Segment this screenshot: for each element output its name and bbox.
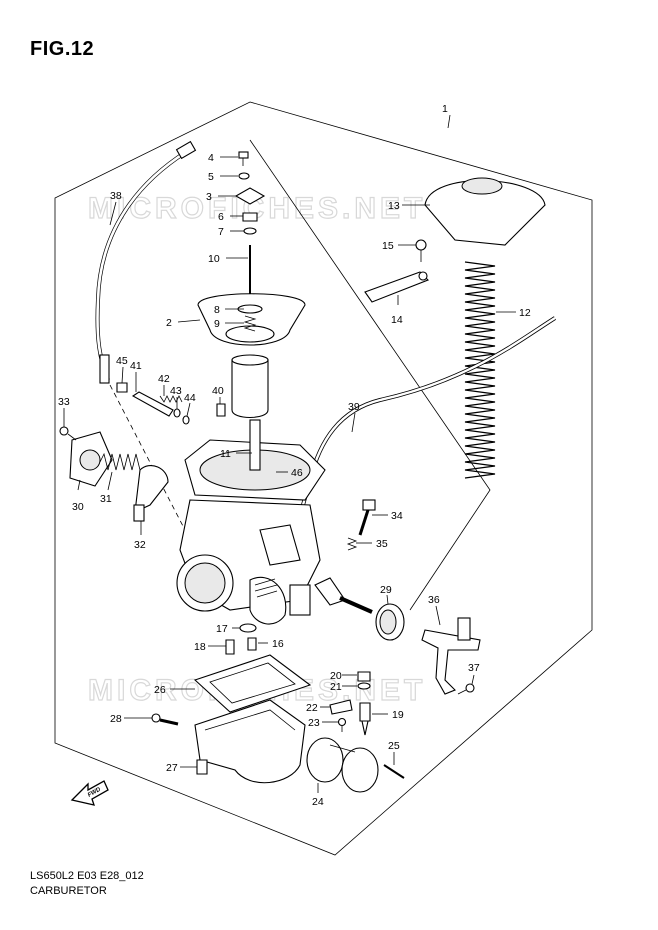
spring-31 [99,452,141,471]
callout-labels: 1 2 3 4 5 6 7 8 9 10 11 12 13 14 15 16 1 [58,103,531,808]
cap-20 [357,671,371,682]
callout-2: 2 [166,317,172,329]
callout-5: 5 [208,171,214,183]
screw-34 [358,499,376,536]
callout-32: 32 [134,539,146,551]
callout-25: 25 [388,740,400,752]
gasket-26 [193,654,312,713]
nut-45 [116,382,128,393]
drain-screw-27 [196,759,208,775]
callout-1: 1 [442,103,448,115]
spring-42 [159,395,183,403]
vent-hose-39 [294,316,557,531]
assembly-boundary [54,101,593,856]
callout-16: 16 [272,638,284,650]
callout-10: 10 [208,253,220,265]
choke-plunger-29 [314,577,405,641]
o-ring-44 [182,415,190,425]
callout-31: 31 [100,493,112,505]
callout-40: 40 [212,385,224,397]
callout-15: 15 [382,240,394,252]
screw-28 [151,713,179,726]
callout-36: 36 [428,594,440,606]
callout-6: 6 [218,211,224,223]
spring-9 [243,315,257,332]
callout-17: 17 [216,623,228,635]
callout-34: 34 [391,510,403,522]
screw-33 [59,426,77,441]
callout-27: 27 [166,762,178,774]
figure-title: FIG.12 [30,38,95,60]
diaphragm-32 [133,465,169,522]
washer-43 [173,408,181,418]
callout-4: 4 [208,152,214,164]
callout-41: 41 [130,360,142,372]
throttle-cable-38 [95,140,197,384]
callout-29: 29 [380,584,392,596]
jet-18 [225,639,235,655]
callout-26: 26 [154,684,166,696]
callout-21: 21 [330,681,342,693]
callout-22: 22 [306,702,318,714]
jet-40 [216,403,226,417]
float-valve-19 [359,702,371,736]
callout-33: 33 [58,396,70,408]
callout-11: 11 [220,448,231,460]
jet-16 [247,637,257,651]
fwd-arrow-icon: FWD [70,780,109,806]
screw-4 [238,151,249,166]
sub-assembly-boundary [249,139,491,611]
callout-24: 24 [312,796,324,808]
diaphragm-2 [197,293,306,346]
cover-30 [69,431,113,487]
spring-12 [464,261,496,479]
screw-37 [457,683,475,695]
cable-guide-line [109,384,186,531]
callout-45: 45 [116,355,128,367]
callout-18: 18 [194,641,206,653]
callout-9: 9 [214,318,220,330]
callout-38: 38 [110,190,122,202]
needle-clip-3 [234,187,266,205]
callout-30: 30 [72,501,84,513]
callout-37: 37 [468,662,480,674]
washer-5 [238,172,250,180]
spacer-6 [242,212,258,222]
figure-name: CARBURETOR [30,885,107,897]
top-cap-13 [424,177,546,246]
callout-8: 8 [214,304,220,316]
callout-46: 46 [291,467,303,479]
pin-25 [383,764,405,779]
callout-3: 3 [206,191,212,203]
callout-35: 35 [376,538,388,550]
callout-44: 44 [184,392,196,404]
float-24 [306,737,379,793]
figure-code: LS650L2 E03 E28_012 [30,870,144,882]
callout-39: 39 [348,401,360,413]
callout-13: 13 [388,200,400,212]
callout-19: 19 [392,709,404,721]
screw-23 [337,717,347,732]
carburetor-body [176,419,326,625]
float-chamber [194,699,306,784]
plate-22 [329,699,353,715]
screw-41 [131,391,174,417]
bracket-14 [364,271,429,303]
callout-7: 7 [218,226,224,238]
callout-12: 12 [519,307,531,319]
callout-28: 28 [110,713,122,725]
washer-17 [239,623,257,633]
callout-23: 23 [308,717,320,729]
callout-42: 42 [158,373,170,385]
callout-43: 43 [170,385,182,397]
callout-20: 20 [330,670,342,682]
ring-7 [243,227,257,235]
o-ring-21 [357,682,371,690]
piston-valve [231,354,269,419]
screw-15 [415,239,427,262]
bracket-36 [421,617,481,695]
spring-35 [346,537,358,551]
callout-14: 14 [391,314,403,326]
